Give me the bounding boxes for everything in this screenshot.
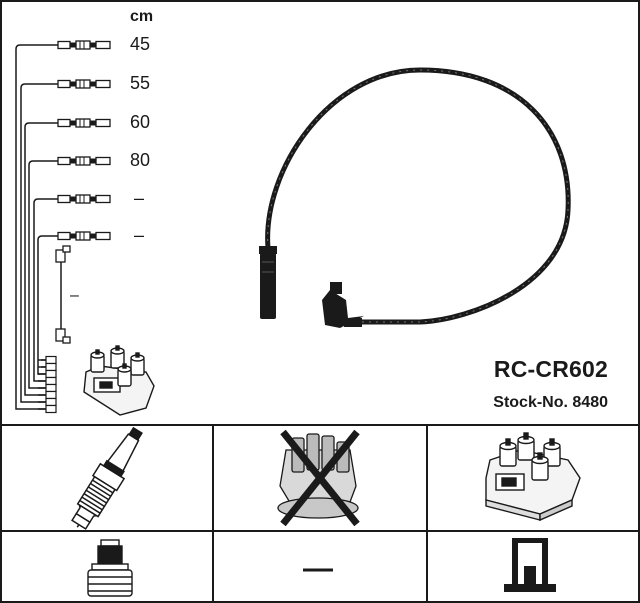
empty-cell-dash: — xyxy=(303,552,333,585)
coil-terminal-icon xyxy=(504,538,556,592)
harness-end-connectors xyxy=(37,355,57,414)
cable-length-3: 60 xyxy=(130,112,151,132)
cable-length-6: – xyxy=(134,225,145,245)
small-ignition-coil-icon xyxy=(83,345,155,416)
cable-harness-diagram xyxy=(15,44,62,410)
stock-number: Stock-No. 8480 xyxy=(493,394,608,411)
ignition-cable-drawing xyxy=(259,67,571,328)
cable-length-2: 55 xyxy=(130,73,151,93)
plug-boot-icon xyxy=(87,539,133,597)
coil-lead-connector xyxy=(55,245,71,344)
cable-length-4: 80 xyxy=(130,150,151,170)
coil-lead-length: – xyxy=(70,287,79,304)
cable-length-1: 45 xyxy=(130,34,151,54)
lead-connectors xyxy=(57,40,111,241)
unit-label: cm xyxy=(130,8,154,25)
not-applicable-cross-icon xyxy=(280,429,360,527)
ignition-coil-icon xyxy=(485,432,581,522)
spark-plug-icon xyxy=(71,426,143,530)
part-number: RC-CR602 xyxy=(493,356,608,382)
cable-length-5: – xyxy=(134,188,145,208)
